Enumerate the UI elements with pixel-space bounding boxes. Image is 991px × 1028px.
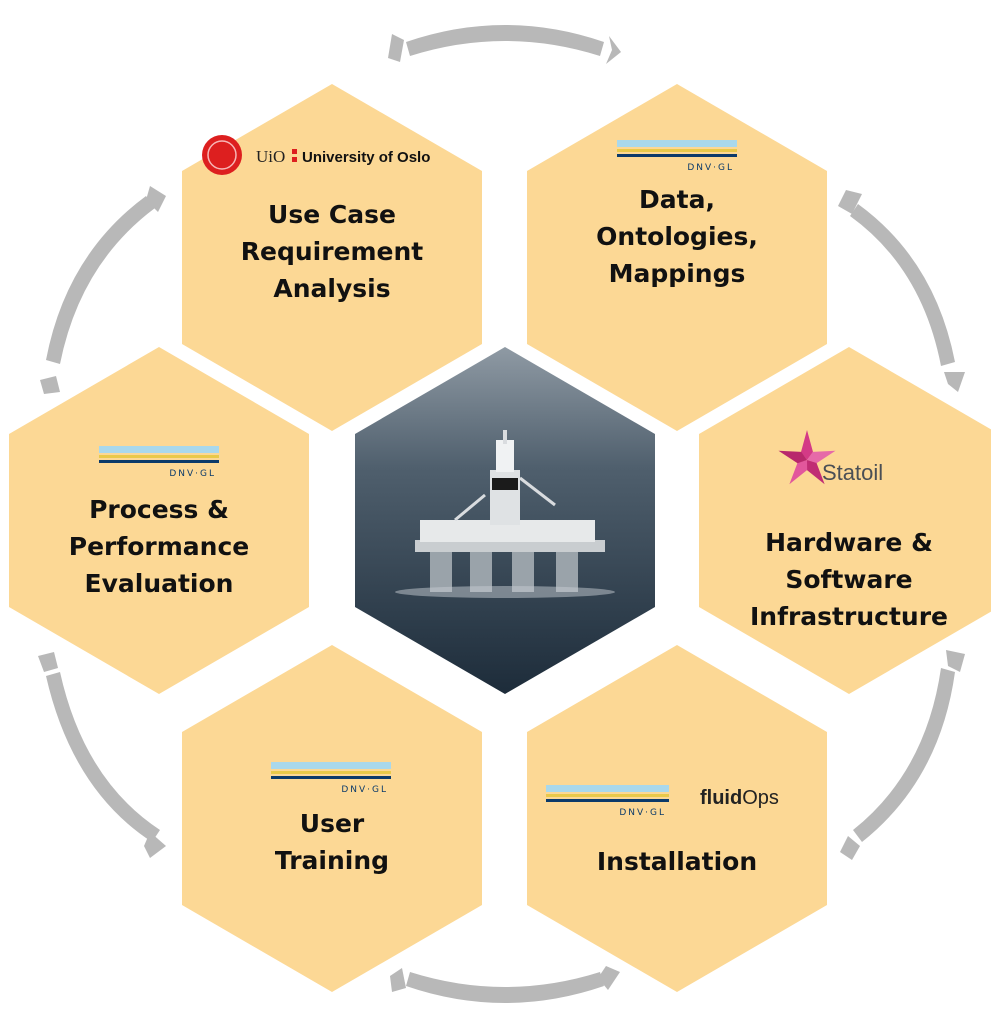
hex-evaluation [9,347,309,694]
fluidops-logo: fluidOps [700,787,779,809]
title-line: Hardware & [765,528,933,557]
title-line: Requirement [240,237,424,266]
title-line: Use Case [268,200,396,229]
dnv-gl-logo-installation: DNV·GL [546,785,669,818]
arrow-top [388,25,621,64]
ops-text: Ops [742,787,779,809]
title-line: Infrastructure [750,602,948,631]
statoil-logo: Statoil [778,430,883,485]
uio-full-text: University of Oslo [302,149,430,166]
dnv-gl-text: DNV·GL [341,785,388,795]
stage-title-evaluation: Process & Performance Evaluation [39,491,279,602]
title-line: Training [274,846,390,875]
stage-title-data: Data, Ontologies, Mappings [557,181,797,292]
hex-data [527,84,827,431]
title-line: Mappings [608,259,746,288]
hex-installation [527,645,827,992]
stage-title-installation: Installation [557,843,797,880]
dnv-gl-text: DNV·GL [619,808,666,818]
dnv-gl-text: DNV·GL [169,469,216,479]
hex-hardware [699,347,991,694]
title-line: Software [785,565,913,594]
svg-text:fluidOps: fluidOps [700,787,779,809]
arrow-top-left [40,186,166,394]
title-line: Installation [596,847,758,876]
arrow-top-right [838,190,965,392]
hex-training [182,645,482,992]
stage-title-hardware: Hardware & Software Infrastructure [728,524,970,635]
uio-short-text: UiO [256,147,285,166]
arrow-bottom-right [840,650,965,860]
dnv-gl-logo-training: DNV·GL [271,762,391,795]
statoil-star-icon [778,430,836,485]
arrow-bottom-left [38,652,166,858]
dnv-gl-text: DNV·GL [687,163,734,173]
stage-title-use-case: Use Case Requirement Analysis [212,196,452,307]
title-line: User [299,809,365,838]
arrow-bottom [390,966,620,1003]
title-line: Evaluation [84,569,234,598]
cycle-arrows [38,25,965,1003]
fluid-text: fluid [700,787,742,809]
offshore-oil-rig-photo-icon [395,430,615,598]
hex-use-case [182,84,482,431]
dnv-gl-logo-data: DNV·GL [617,140,737,173]
dnv-gl-logo-evaluation: DNV·GL [99,446,219,479]
stage-title-training: User Training [212,805,452,879]
title-line: Analysis [273,274,391,303]
statoil-text: Statoil [822,460,883,485]
title-line: Process & [89,495,229,524]
uio-logo: UiO University of Oslo [202,135,430,175]
title-line: Data, [639,185,715,214]
title-line: Ontologies, [596,222,758,251]
title-line: Performance [68,532,250,561]
center-oil-rig-image [355,347,655,694]
